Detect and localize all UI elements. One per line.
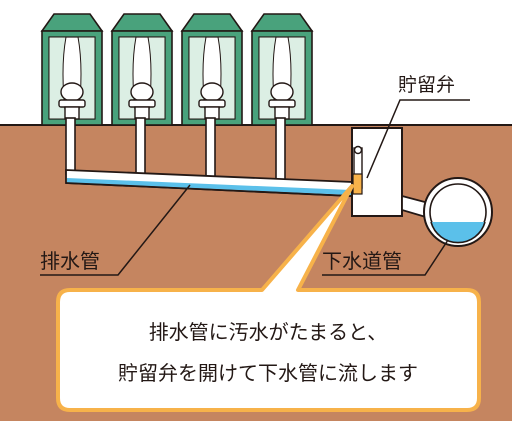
valve-chamber	[351, 127, 403, 217]
toilet-seat	[128, 99, 156, 108]
toilet-booth	[250, 13, 314, 126]
valve-knob	[353, 145, 363, 155]
toilet-base	[64, 106, 80, 120]
sewer-water	[431, 222, 485, 243]
drop-pipe	[135, 117, 146, 177]
toilet-base	[274, 106, 290, 120]
callout-line-1: 排水管に汚水がたまると、	[149, 320, 388, 344]
drop-pipe	[205, 117, 216, 179]
drain-pipe-label: 排水管	[40, 249, 100, 273]
toilet-bowl	[200, 82, 224, 102]
portable-toilets	[40, 13, 314, 126]
toilet-booth	[40, 13, 104, 126]
toilet-seat	[58, 99, 86, 108]
toilet-bowl	[130, 82, 154, 102]
booth-roof	[250, 13, 314, 32]
drop-pipe	[65, 117, 76, 175]
drop-pipe	[275, 117, 286, 181]
toilet-bowl	[270, 82, 294, 102]
callout-line-2: 貯留弁を開けて下水管に流します	[118, 361, 418, 385]
toilet-booth	[180, 13, 244, 126]
booth-roof	[40, 13, 104, 32]
valve-leader	[366, 99, 470, 179]
sewer-pipe-leader	[322, 239, 449, 276]
sewer-pipe	[423, 177, 493, 247]
booth-roof	[110, 13, 174, 32]
toilet-base	[204, 106, 220, 120]
toilet-seat	[198, 99, 226, 108]
booth-roof	[180, 13, 244, 32]
drain-pipe-leader	[40, 184, 191, 276]
toilet-booth	[110, 13, 174, 126]
toilet-seat	[268, 99, 296, 108]
sewer-pipe-label: 下水道管	[322, 249, 402, 273]
callout-bubble: 排水管に汚水がたまると、 貯留弁を開けて下水管に流します	[56, 184, 481, 412]
drain-pipe-water	[67, 178, 351, 195]
valve-label: 貯留弁	[398, 74, 455, 96]
toilet-bowl	[60, 82, 84, 102]
toilet-base	[134, 106, 150, 120]
valve-gate	[352, 173, 363, 195]
